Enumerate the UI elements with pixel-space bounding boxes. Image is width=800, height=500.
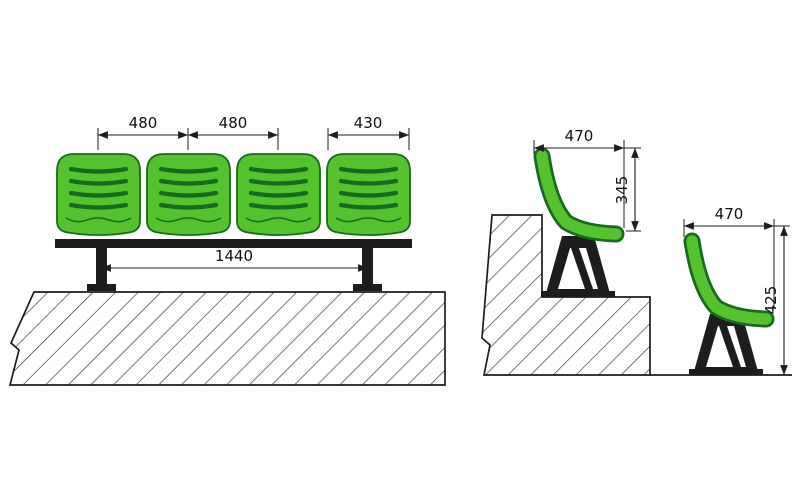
lower-seat-pedestal	[689, 314, 763, 375]
beam-foot-left	[87, 284, 116, 291]
dim-label-470-upper: 470	[565, 127, 594, 145]
seat-front-2	[147, 154, 230, 235]
upper-seat-pedestal	[541, 236, 615, 297]
dimension-upper-seat-height: 345	[613, 148, 641, 232]
dim-label-480-center: 480	[219, 114, 248, 132]
front-view: 480 480 430 1440	[8, 114, 446, 386]
dimension-beam-span: 1440	[101, 247, 368, 272]
seat-front-1	[57, 154, 140, 235]
dimension-lower-seat-depth: 470	[683, 205, 790, 308]
side-view: 470 345 470 425	[481, 127, 792, 376]
seat-front-3	[237, 154, 320, 235]
dimension-seat-pitch-left: 480	[97, 114, 189, 150]
seat-front-4	[327, 154, 410, 235]
mounting-beam	[55, 239, 412, 248]
dimension-end-seat-width: 430	[327, 114, 410, 150]
dim-label-425: 425	[762, 286, 780, 315]
dim-label-470-lower: 470	[715, 205, 744, 223]
ground-section-front	[8, 291, 446, 386]
dimension-lower-seat-height: 425	[762, 226, 788, 375]
dim-label-345: 345	[613, 176, 631, 205]
dim-label-480-left: 480	[129, 114, 158, 132]
dim-label-430: 430	[354, 114, 383, 132]
upper-seat-side	[533, 147, 625, 243]
lower-seat-side	[683, 232, 775, 328]
dim-label-1440: 1440	[215, 247, 253, 265]
dimension-seat-pitch-center: 480	[188, 114, 279, 150]
beam-foot-right	[353, 284, 382, 291]
